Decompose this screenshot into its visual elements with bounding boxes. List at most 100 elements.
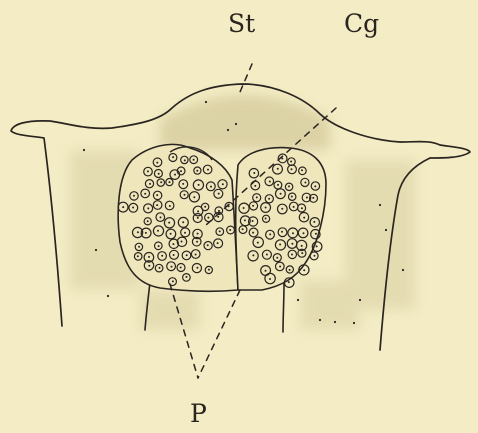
gland-cell-nucleus xyxy=(156,204,158,206)
gland-cell-nucleus xyxy=(280,193,282,195)
gland-cell-nucleus xyxy=(147,207,149,209)
gland-cell-nucleus xyxy=(269,233,271,235)
gland-cell-nucleus xyxy=(306,197,308,199)
gland-cell-nucleus xyxy=(160,181,162,183)
speckle xyxy=(205,101,207,103)
gland-cell-nucleus xyxy=(314,185,316,187)
speckle xyxy=(353,322,355,324)
speckle xyxy=(319,319,321,321)
gland-cell-nucleus xyxy=(269,181,271,183)
speckle xyxy=(402,269,404,271)
gland-cell-nucleus xyxy=(158,245,160,247)
gland-cell-nucleus xyxy=(291,243,293,245)
gland-cell-nucleus xyxy=(313,221,315,223)
gland-cell-nucleus xyxy=(268,198,270,200)
gland-cell-nucleus xyxy=(180,267,182,269)
gland-cell-nucleus xyxy=(173,254,175,256)
gland-cell-nucleus xyxy=(184,232,186,234)
gland-cell-nucleus xyxy=(253,172,255,174)
gland-cell-nucleus xyxy=(242,228,244,230)
gland-cell-nucleus xyxy=(218,193,220,195)
gland-cell-nucleus xyxy=(133,195,135,197)
gland-cell-nucleus xyxy=(170,233,172,235)
gland-cell-nucleus xyxy=(218,210,220,212)
gland-cell-nucleus xyxy=(149,183,151,185)
gland-cell-nucleus xyxy=(277,168,279,170)
label-st: St xyxy=(228,11,255,36)
gland-cell-nucleus xyxy=(207,244,209,246)
gland-cell-nucleus xyxy=(257,242,259,244)
gland-cell-nucleus xyxy=(292,232,294,234)
gland-cell-nucleus xyxy=(198,184,200,186)
gland-cell-nucleus xyxy=(217,242,219,244)
gland-cell-nucleus xyxy=(265,218,267,220)
gland-cell-nucleus xyxy=(169,205,171,207)
gland-cell-nucleus xyxy=(281,208,283,210)
gland-cell-nucleus xyxy=(148,265,150,267)
gland-cell-nucleus xyxy=(196,170,198,172)
gland-cell-nucleus xyxy=(147,170,149,172)
gland-cell-nucleus xyxy=(147,220,149,222)
gland-cell-nucleus xyxy=(207,169,209,171)
gland-cell-nucleus xyxy=(160,216,162,218)
gland-cell-nucleus xyxy=(174,174,176,176)
gland-cell-nucleus xyxy=(193,159,195,161)
gland-cell-nucleus xyxy=(137,231,139,233)
gland-cell-nucleus xyxy=(195,254,197,256)
st-pointer xyxy=(240,64,252,92)
gland-cell-nucleus xyxy=(256,196,258,198)
gland-cell-nucleus xyxy=(172,243,174,245)
gland-cell-nucleus xyxy=(265,270,267,272)
gland-cell-nucleus xyxy=(291,254,293,256)
gland-cell-nucleus xyxy=(288,185,290,187)
gland-cell-nucleus xyxy=(219,230,221,232)
gland-cell-nucleus xyxy=(172,280,174,282)
gland-cell-nucleus xyxy=(312,197,314,199)
speckle xyxy=(379,204,381,206)
gland-cell-nucleus xyxy=(222,183,224,185)
gland-cell-nucleus xyxy=(122,206,124,208)
gland-cell-nucleus xyxy=(304,182,306,184)
gland-cell-nucleus xyxy=(161,255,163,257)
gland-cell-nucleus xyxy=(303,269,305,271)
gland-cell-nucleus xyxy=(301,252,303,254)
gland-cell-nucleus xyxy=(269,278,271,280)
label-cg: Cg xyxy=(344,11,379,36)
gland-cell-nucleus xyxy=(184,159,186,161)
gland-cell-nucleus xyxy=(171,266,173,268)
gland-cell-nucleus xyxy=(265,207,267,209)
gland-cell-nucleus xyxy=(159,267,161,269)
gland-cell-nucleus xyxy=(193,196,195,198)
gland-cell-nucleus xyxy=(252,205,254,207)
gland-cell-nucleus xyxy=(186,254,188,256)
gland-cell-nucleus xyxy=(157,230,159,232)
gland-cell-nucleus xyxy=(293,206,295,208)
gland-cell-nucleus xyxy=(303,232,305,234)
gland-cell-nucleus xyxy=(301,245,303,247)
gland-cell-nucleus xyxy=(217,216,219,218)
gland-cell-nucleus xyxy=(196,267,198,269)
gland-cell-nucleus xyxy=(303,217,305,219)
gland-cell-nucleus xyxy=(281,231,283,233)
gland-cell-nucleus xyxy=(156,162,158,164)
gland-cell-nucleus xyxy=(210,186,212,188)
speckle xyxy=(359,299,361,301)
gland-cell-nucleus xyxy=(208,269,210,271)
gland-cell-nucleus xyxy=(181,241,183,243)
gland-cell-nucleus xyxy=(144,193,146,195)
gland-cell-nucleus xyxy=(182,183,184,185)
speckle xyxy=(297,299,299,301)
gland-cell-nucleus xyxy=(180,170,182,172)
gland-cell-nucleus xyxy=(137,255,139,257)
speckle xyxy=(227,129,229,131)
gland-cell-nucleus xyxy=(290,161,292,163)
gland-cell-nucleus xyxy=(138,246,140,248)
speckle xyxy=(95,249,97,251)
gland-cell-nucleus xyxy=(291,196,293,198)
gland-cell-nucleus xyxy=(197,217,199,219)
gland-cell-nucleus xyxy=(184,194,186,196)
gland-cell-nucleus xyxy=(196,241,198,243)
gland-cell-nucleus xyxy=(172,156,174,158)
